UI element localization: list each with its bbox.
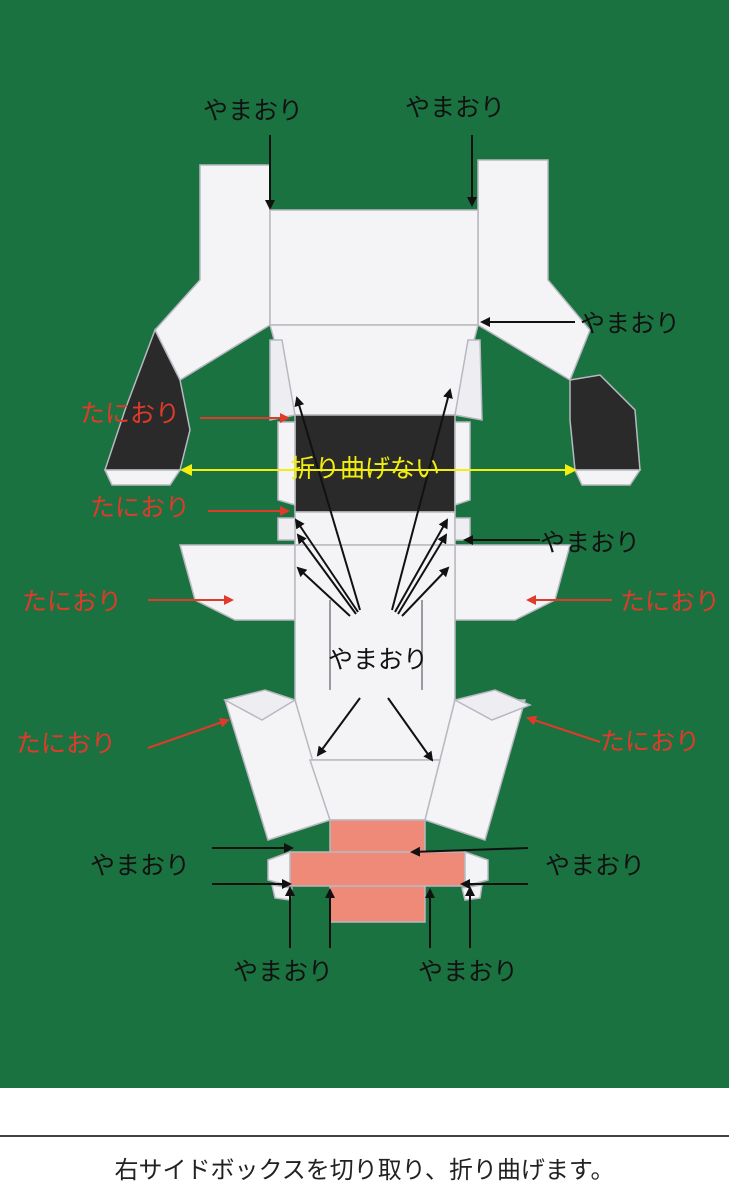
valley-fold-label: たにおり — [620, 587, 721, 616]
right-side-tab-upper — [454, 339, 483, 421]
salmon-right-tab — [464, 850, 489, 887]
right-dark-tab — [454, 421, 471, 507]
mountain-fold-label: やまおり — [328, 645, 429, 674]
mountain-fold-label: やまおり — [418, 957, 519, 986]
caption-text: 右サイドボックスを切り取り、折り曲げます。 — [114, 1156, 615, 1184]
salmon-top — [329, 819, 426, 853]
salmon-right-foot — [461, 884, 483, 901]
papercraft-net — [103, 159, 642, 923]
left-mid-tab — [277, 517, 296, 541]
valley-fold-label: たにおり — [80, 399, 181, 428]
valley-fold-label: たにおり — [90, 493, 191, 522]
valley-fold-label: たにおり — [16, 729, 117, 758]
center-lower-panel — [308, 759, 441, 821]
mountain-fold-label: やまおり — [203, 96, 304, 125]
mountain-fold-label: やまおり — [405, 93, 506, 122]
top-panel — [269, 209, 479, 326]
mountain-fold-label: やまおり — [540, 528, 641, 557]
mountain-fold-label: やまおり — [233, 957, 334, 986]
mountain-fold-label: やまおり — [90, 851, 191, 880]
mid-strip — [294, 511, 456, 546]
caption-divider — [0, 1135, 729, 1137]
valley-fold-label: たにおり — [600, 727, 701, 756]
right-mid-tab — [454, 517, 471, 541]
no-fold-label: 折り曲げない — [290, 454, 441, 483]
right-arm-tab — [573, 469, 642, 486]
left-waist-wing — [179, 544, 296, 621]
mountain-fold-label: やまおり — [580, 309, 681, 338]
salmon-bottom — [329, 885, 426, 923]
left-arm-tab — [103, 469, 182, 486]
papercraft-photo — [0, 0, 729, 1088]
right-leg-tab — [452, 689, 532, 721]
valley-fold-label: たにおり — [22, 587, 123, 616]
mountain-fold-label: やまおり — [545, 851, 646, 880]
left-leg-tab — [222, 689, 297, 721]
salmon-middle — [289, 851, 466, 887]
mountain-fold-arrows — [212, 135, 575, 948]
valley-fold-arrows — [147, 413, 612, 749]
